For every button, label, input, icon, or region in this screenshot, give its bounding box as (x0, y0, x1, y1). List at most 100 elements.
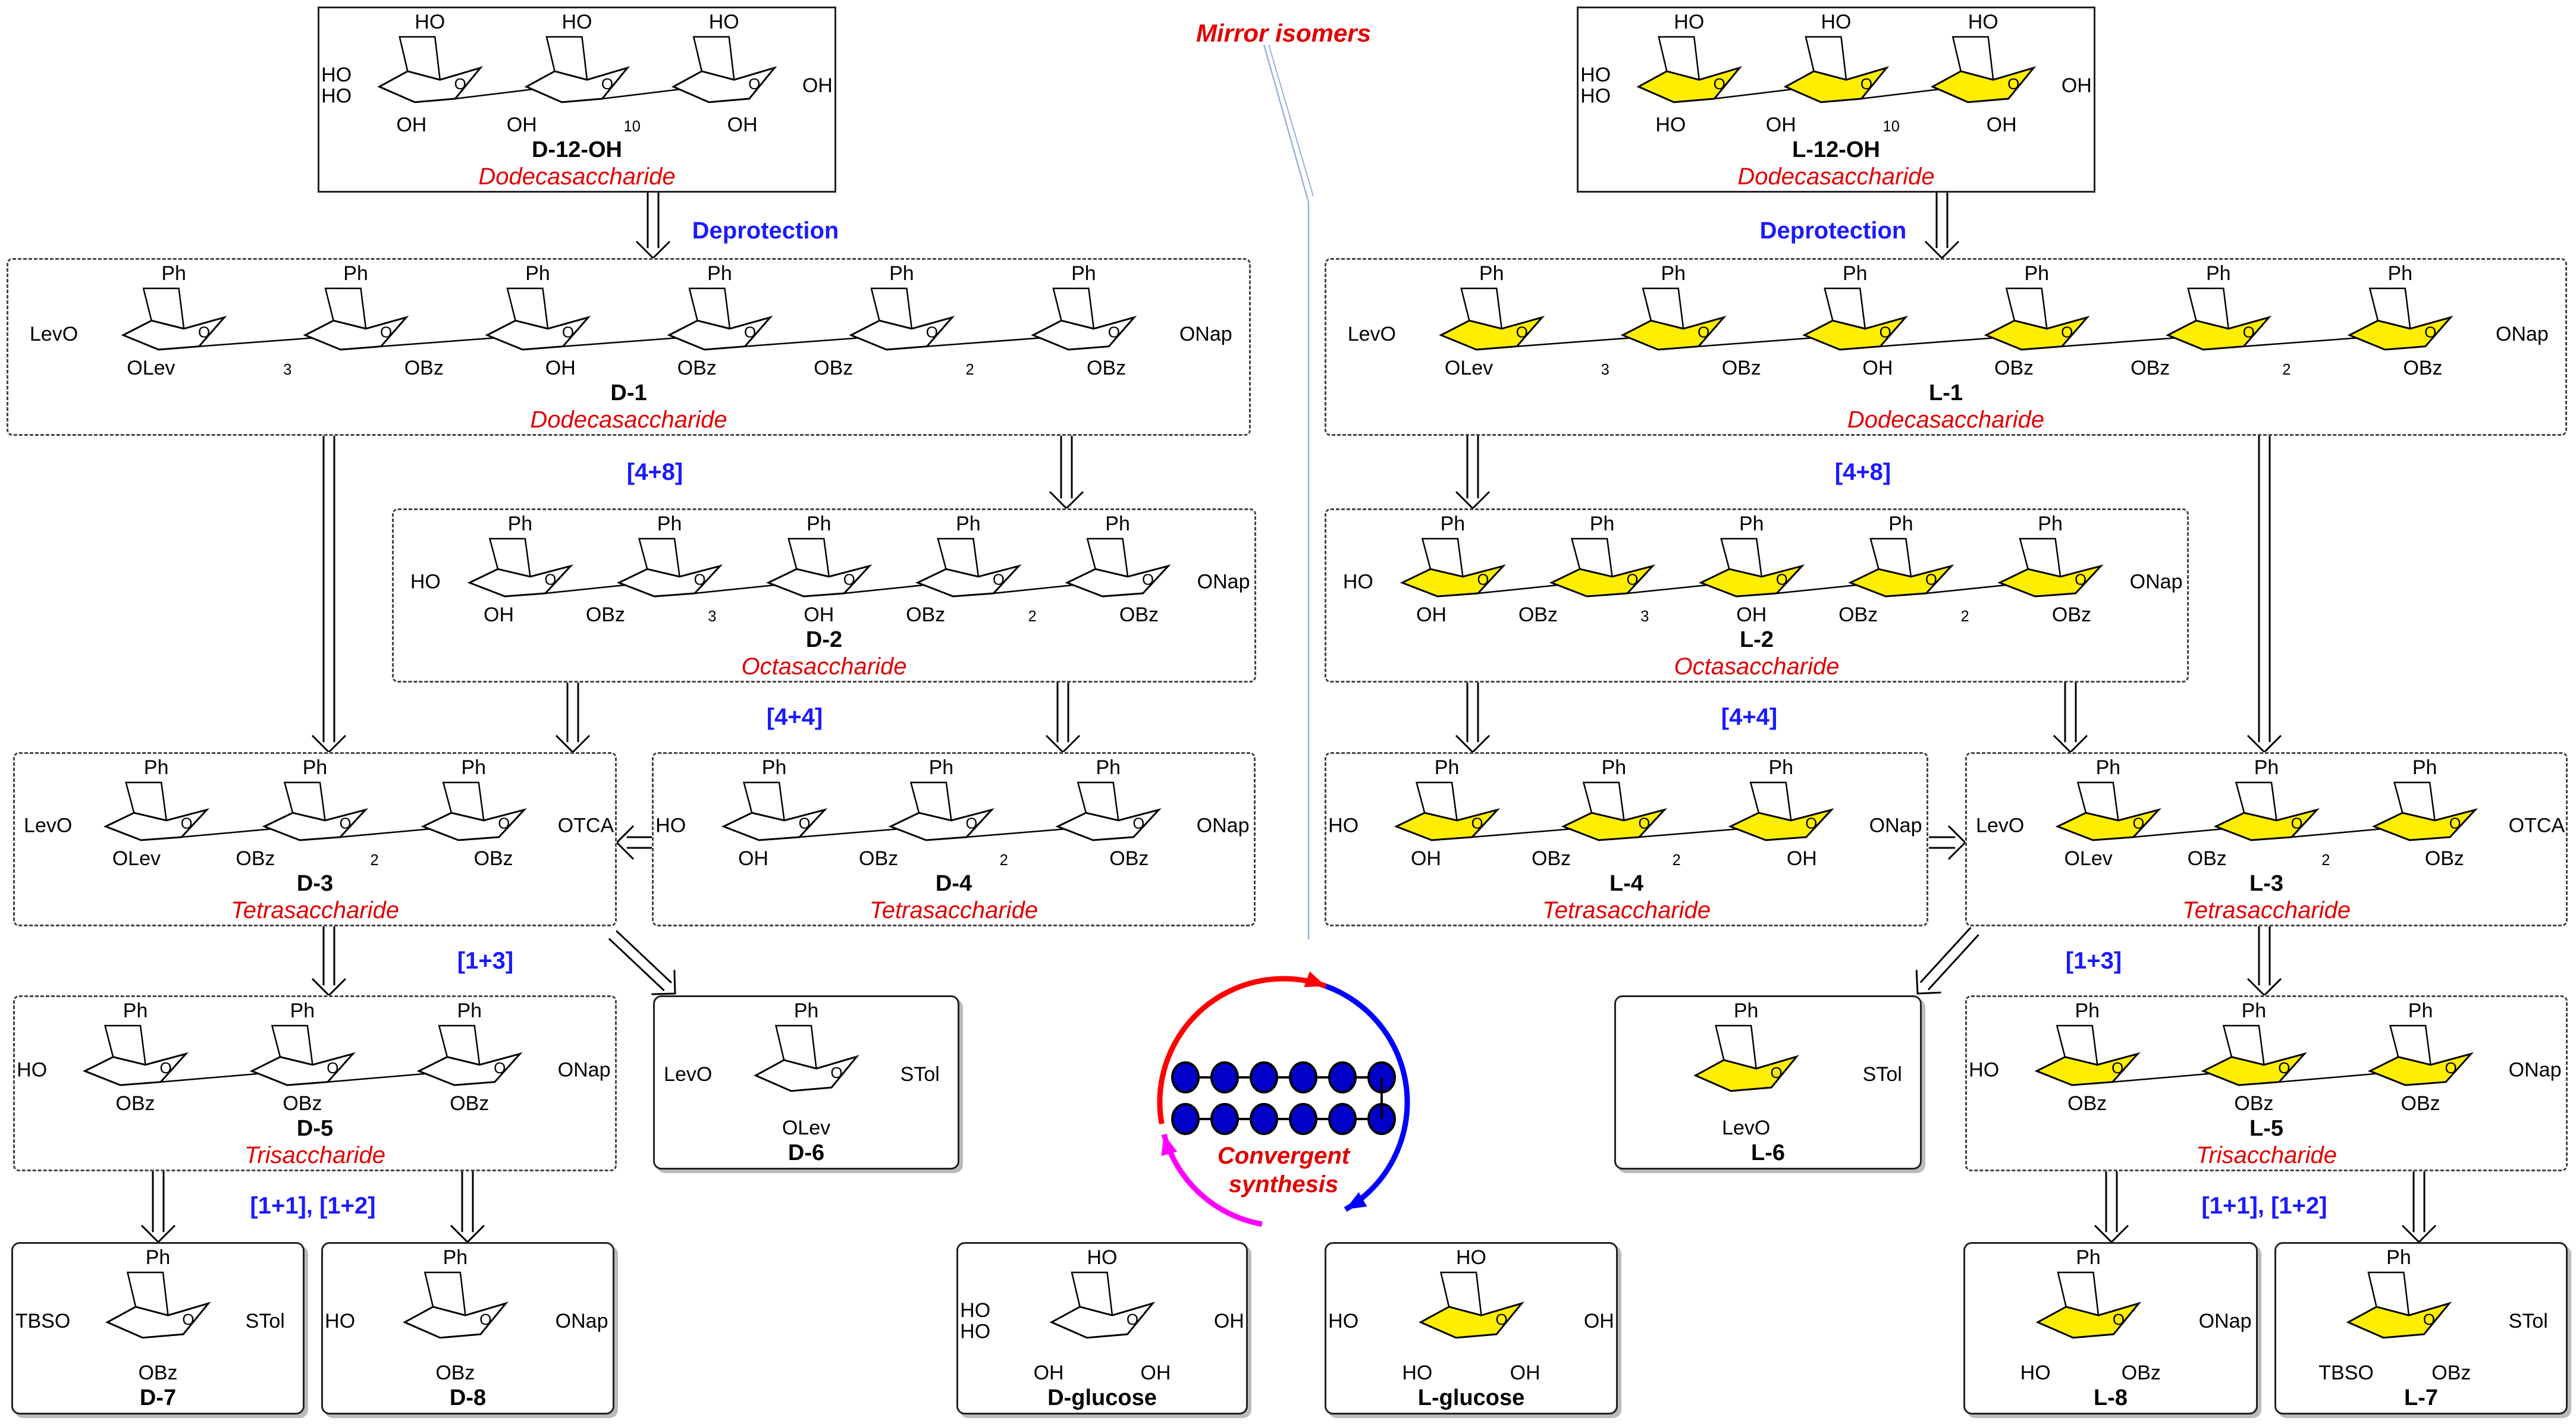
substituent-label: OBz (404, 357, 444, 379)
substituent-label: ONap (1179, 323, 1232, 345)
compound-name: L-1 (1929, 381, 1963, 406)
ring-substituent-bond (2056, 1024, 2098, 1065)
substituent-label: Ph (2076, 1246, 2101, 1269)
substituent-label: HO (321, 64, 352, 86)
ring-oxygen-label: O (2423, 1310, 2435, 1328)
pyranose-ring-icon (377, 66, 484, 103)
pyranose-ring-icon (2346, 1302, 2452, 1339)
cycle-arrowhead-icon (1304, 971, 1326, 988)
compound-name: D-6 (787, 1140, 825, 1165)
compound-name: L-glucose (1417, 1385, 1525, 1410)
pyranose-ring-icon (1400, 564, 1507, 598)
reaction-arrow (140, 1171, 176, 1244)
substituent-label: Ph (1441, 513, 1466, 535)
substituent-label: STol (246, 1310, 285, 1332)
mirror-plane-line (1263, 44, 1310, 939)
substituent-label: Ph (1435, 756, 1460, 779)
step-1-1-1-2-d: [1+1], [1+2] (250, 1193, 376, 1219)
substituent-label: LevO (24, 814, 72, 837)
substituent-label: HO (1674, 11, 1704, 33)
reaction-arrow (1924, 193, 1960, 260)
substituent-label: 2 (1000, 852, 1008, 869)
substituent-label: Ph (2412, 756, 2437, 779)
reaction-arrow (1045, 683, 1081, 754)
ring-substituent-bond (1951, 36, 1994, 80)
compound-class-label: Dodecasaccharide (530, 407, 727, 433)
substituent-label: OBz (474, 847, 513, 870)
compound-name: L-12-OH (1792, 137, 1880, 162)
substituent-label: OBz (1994, 357, 2034, 379)
ring-substituent-bond (909, 781, 952, 821)
substituent-label: Ph (1071, 262, 1096, 285)
substituent-label: Ph (1590, 513, 1615, 535)
substituent-label: HO (1328, 814, 1358, 837)
substituent-label: Ph (807, 513, 832, 535)
substituent-label: OBz (2067, 1092, 2107, 1115)
compound-name: D-5 (296, 1116, 334, 1141)
substituent-label: OH (804, 604, 834, 626)
compound-name: D-3 (296, 871, 334, 896)
ring-oxygen-label: O (1142, 572, 1154, 589)
substituent-label: OBz (1109, 847, 1149, 870)
ring-substituent-bond (1439, 1271, 1482, 1316)
ring-oxygen-label: O (1132, 816, 1144, 832)
ring-oxygen-label: O (1477, 572, 1489, 589)
substituent-label: HO (1580, 64, 1611, 86)
ring-substituent-bond (2389, 1024, 2431, 1065)
substituent-label: ONap (2509, 1059, 2562, 1082)
ring-oxygen-label: O (479, 1310, 491, 1328)
pyranose-ring-icon (2201, 1052, 2307, 1086)
substituent-label: Ph (762, 756, 787, 779)
cycle-arc (1157, 976, 1327, 1124)
substituent-label: 3 (1640, 608, 1649, 625)
sugar-unit-dot (1250, 1103, 1278, 1135)
ring-oxygen-label: O (1880, 323, 1891, 341)
substituent-label: Ph (1661, 262, 1686, 285)
ring-oxygen-label: O (182, 1310, 194, 1328)
ring-substituent-bond (2235, 781, 2277, 821)
pyranose-ring-icon (1783, 66, 1890, 103)
substituent-label: OH (1736, 604, 1767, 626)
ring-oxygen-label: O (2113, 1310, 2125, 1328)
substituent-label: Ph (1105, 513, 1130, 535)
substituent-label: OBz (450, 1092, 489, 1115)
compound-name: D-12-OH (531, 137, 623, 162)
substituent-label: Ph (303, 756, 328, 779)
convergent-line1: Convergent (1217, 1143, 1350, 1169)
ring-oxygen-label: O (694, 572, 706, 589)
compound-class-label: Dodecasaccharide (1737, 164, 1935, 190)
compound-name: D-glucose (1047, 1385, 1157, 1410)
cycle-arrowhead-icon (1345, 1192, 1367, 1210)
ring-substituent-bond (324, 287, 367, 329)
substituent-label: Ph (443, 1246, 468, 1269)
substituent-label: OBz (116, 1092, 155, 1115)
ring-substituent-bond (638, 538, 680, 577)
substituent-label: OBz (2431, 1362, 2471, 1384)
reaction-arrow (1929, 825, 1967, 860)
substituent-label: OBz (1532, 847, 1571, 870)
pyranose-ring-icon (1984, 315, 2090, 351)
substituent-label: OLev (2064, 847, 2112, 870)
reaction-arrow (1455, 683, 1491, 754)
pyranose-ring-icon (754, 1055, 859, 1092)
substituent-label: OH (738, 847, 768, 870)
ring-substituent-bond (2393, 781, 2436, 821)
pyranose-ring-icon (1419, 1302, 1524, 1339)
ring-substituent-bond (103, 1024, 146, 1065)
substituent-label: OH (507, 114, 537, 136)
substituent-label: OBz (2401, 1092, 2440, 1115)
substituent-label: OBz (2234, 1092, 2273, 1115)
reaction-arrow (1049, 436, 1084, 510)
substituent-label: OBz (1722, 357, 1761, 379)
reaction-arrow (2053, 683, 2088, 754)
substituent-label: OBz (236, 847, 275, 870)
